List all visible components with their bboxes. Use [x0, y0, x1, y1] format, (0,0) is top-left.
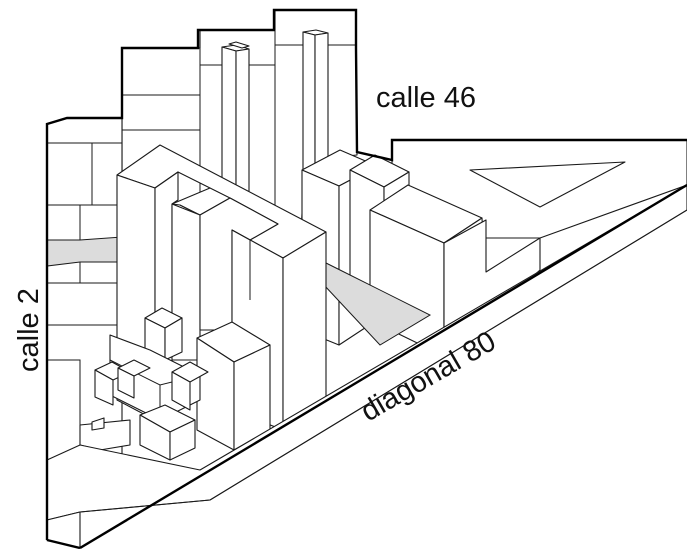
lower-cluster: [79, 307, 271, 461]
small-box-4-front: [171, 371, 191, 411]
diagonal-outline: [79, 183, 687, 549]
base-edge: [79, 209, 687, 513]
west-diagonal-edge: [46, 538, 81, 549]
low-block-b-side: [169, 419, 196, 461]
low-block-c: [79, 419, 131, 451]
small-box-2-front: [94, 369, 114, 406]
slim-tower-2-top: [228, 41, 250, 49]
street-label-calle-2: calle 2: [13, 288, 45, 372]
plaza-triangle-inset: [469, 161, 626, 208]
west-edge-buildings: [46, 117, 123, 461]
rear-towers: [121, 9, 358, 251]
west-passage: [46, 236, 123, 267]
west-strip: [46, 117, 123, 461]
tower-inner-edge: [231, 229, 251, 300]
small-notch: [91, 417, 105, 431]
site-outline: [45, 8, 687, 540]
base-slab: [46, 184, 687, 549]
street-label-calle-46: calle 46: [376, 82, 476, 114]
small-box-3-front: [117, 367, 135, 399]
small-box-1-side: [164, 317, 183, 361]
